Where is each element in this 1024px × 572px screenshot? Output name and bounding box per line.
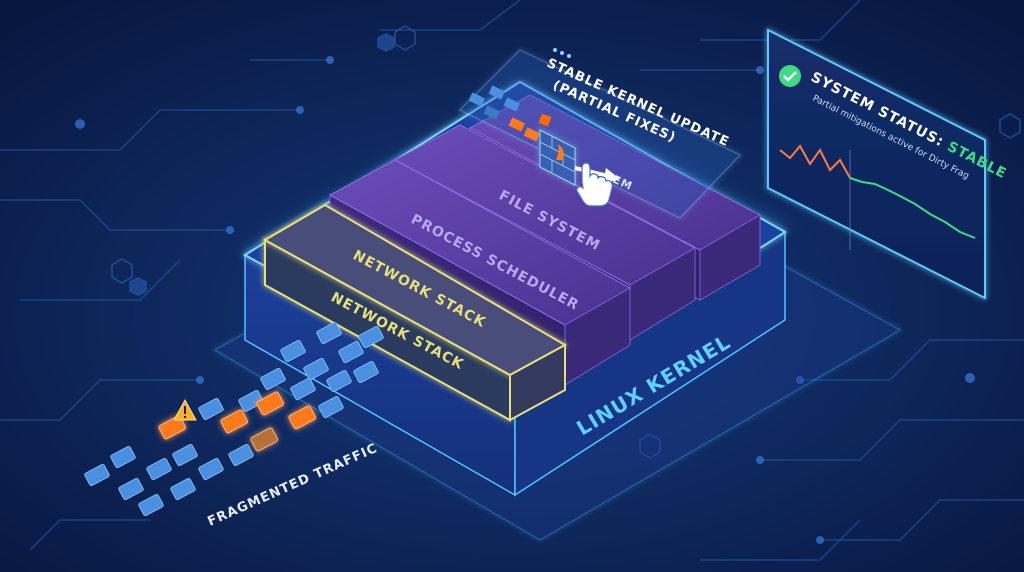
traffic-packets [84, 321, 384, 517]
status-graph [779, 144, 976, 250]
warning-icon [173, 398, 197, 421]
status-panel: SYSTEM STATUS: STABLE Partial mitigation… [767, 28, 1009, 300]
update-panel: STABLE KERNEL UPDATE (PARTIAL FIXES) EM [458, 48, 742, 219]
hand-cursor-icon [576, 162, 613, 207]
update-packets [468, 85, 552, 142]
hexagon-decor [111, 25, 1021, 459]
firewall-icon [539, 129, 576, 186]
checkmark-icon [779, 65, 801, 87]
arrow-icon [574, 166, 620, 184]
layer-rear-end [699, 214, 761, 301]
network-stack-end [509, 343, 566, 422]
